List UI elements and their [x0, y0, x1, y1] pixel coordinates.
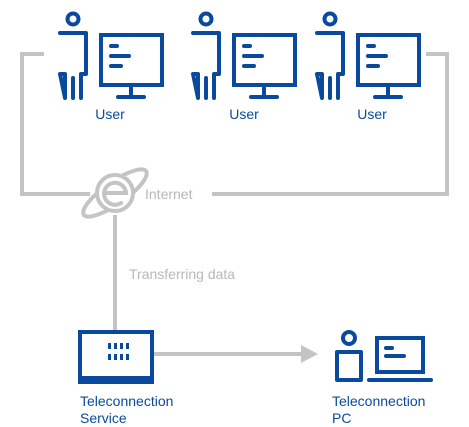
user-person-icon [315, 11, 345, 100]
connector-right-bracket [212, 52, 449, 196]
teleconnection-pc-label-line2: PC [332, 410, 352, 426]
internet-label: Internet [145, 186, 193, 202]
connector-left-bracket [20, 52, 90, 196]
pc-user-icon [335, 330, 363, 382]
arrow-head [301, 345, 318, 363]
monitor-icon [232, 33, 297, 99]
laptop-icon [367, 336, 433, 382]
internet-globe-icon [81, 167, 149, 219]
transferring-data-label: Transferring data [129, 266, 236, 282]
server-icon [78, 330, 154, 384]
user-label: User [95, 106, 125, 122]
teleconnection-service-label-line2: Service [80, 410, 127, 426]
monitor-icon [99, 33, 164, 99]
user-label: User [357, 106, 387, 122]
user-person-icon [191, 11, 221, 100]
teleconnection-pc-label-line1: Teleconnection [332, 393, 426, 409]
monitor-icon [356, 33, 421, 99]
user-person-icon [58, 11, 88, 100]
user-label: User [229, 106, 259, 122]
teleconnection-service-label-line1: Teleconnection [80, 393, 174, 409]
